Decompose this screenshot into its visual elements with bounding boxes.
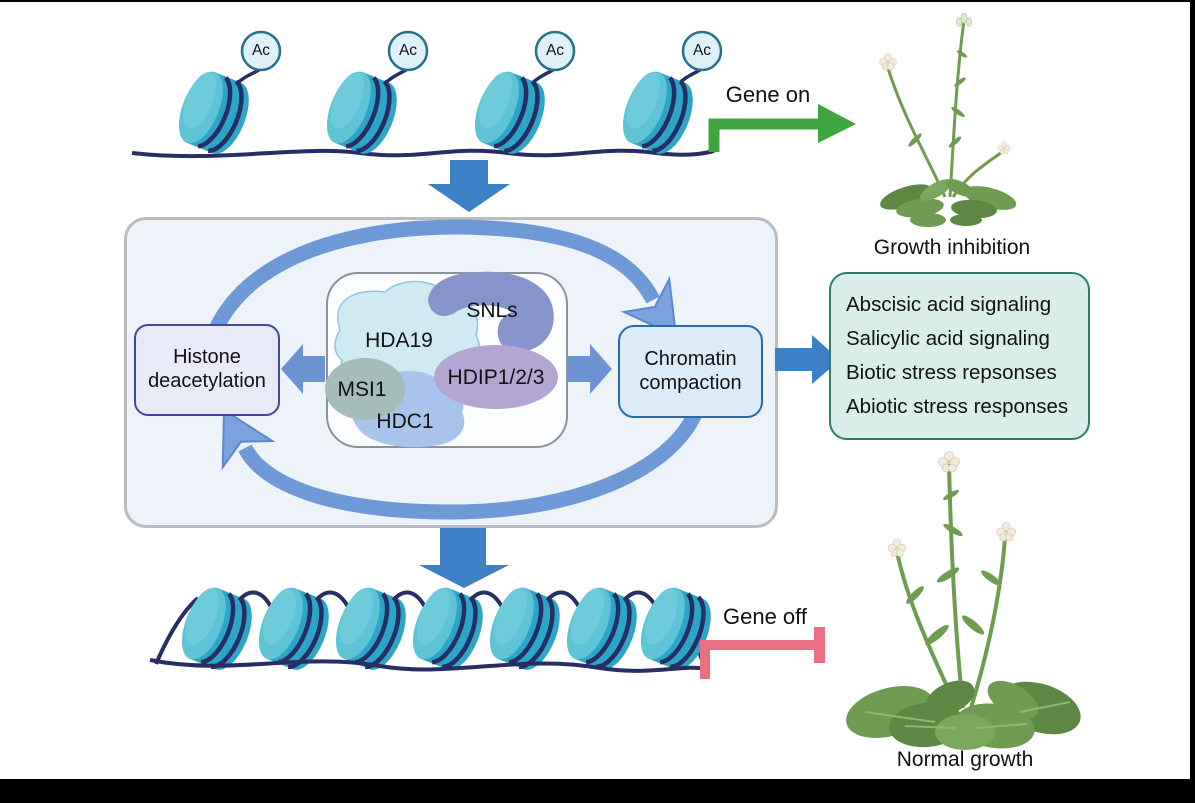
plant-growth-inhibition (879, 12, 1017, 227)
acetyl-mark (534, 30, 576, 72)
gene-off-blocker (700, 627, 825, 679)
acetyl-mark (240, 30, 282, 72)
cycle-arrows (200, 219, 708, 520)
frame-top-edge (0, 0, 1195, 2)
chromatin-compaction-label: Chromatin compaction (639, 347, 742, 394)
hdc1-label: HDC1 (376, 410, 434, 433)
open-chromatin-row (131, 30, 723, 160)
outcome-line: Salicylic acid signaling (846, 327, 1050, 350)
msi1-label: MSI1 (337, 378, 387, 401)
growth-inhibition-caption: Growth inhibition (873, 236, 1031, 259)
gene-on-arrow (708, 104, 856, 152)
acetyl-label: Ac (251, 42, 271, 59)
snls-label: SNLs (466, 299, 518, 322)
down-arrow-bottom (419, 528, 509, 588)
stress-outcomes-box: Abscisic acid signaling Salicylic acid s… (829, 272, 1090, 440)
normal-growth-caption: Normal growth (896, 748, 1034, 771)
down-arrow-top (428, 160, 510, 212)
dna-strand (131, 148, 715, 159)
histone-deacetylation-box: Histone deacetylation (134, 324, 280, 416)
nucleosome (614, 66, 702, 160)
acetyl-mark (681, 30, 723, 72)
acetyl-label: Ac (692, 42, 712, 59)
acetyl-mark (387, 30, 429, 72)
acetyl-label: Ac (545, 42, 565, 59)
outcome-line: Abiotic stress responses (846, 395, 1069, 418)
outcome-line: Abscisic acid signaling (846, 293, 1052, 316)
arrow-to-outcomes (775, 335, 840, 384)
frame-right-edge (1190, 0, 1195, 803)
dna-strand (149, 658, 706, 673)
hda19-label: HDA19 (365, 329, 433, 352)
cycle-arrowhead-left (221, 408, 276, 471)
gene-off-label: Gene off (723, 604, 807, 629)
acetyl-label: Ac (398, 42, 418, 59)
msi1-blob (325, 358, 405, 420)
arrow-to-chromatin-box (568, 344, 612, 394)
histone-deacetylation-label: Histone deacetylation (148, 346, 266, 392)
arrow-to-histone-box (281, 344, 325, 394)
protein-complex (325, 271, 558, 448)
outcome-line: Biotic stress repsonses (846, 361, 1057, 384)
nucleosome (466, 66, 554, 160)
compacted-chromatin-row (149, 582, 720, 676)
cycle-arrowhead-right (620, 275, 678, 338)
chromatin-compaction-box: Chromatin compaction (618, 325, 763, 418)
plant-normal-growth (846, 451, 1081, 750)
hdip-label: HDIP1/2/3 (447, 366, 545, 389)
gene-on-label: Gene on (725, 82, 811, 107)
frame-bottom-edge (0, 779, 1195, 803)
snls-blob (428, 271, 554, 353)
hdip-blob (434, 345, 558, 409)
